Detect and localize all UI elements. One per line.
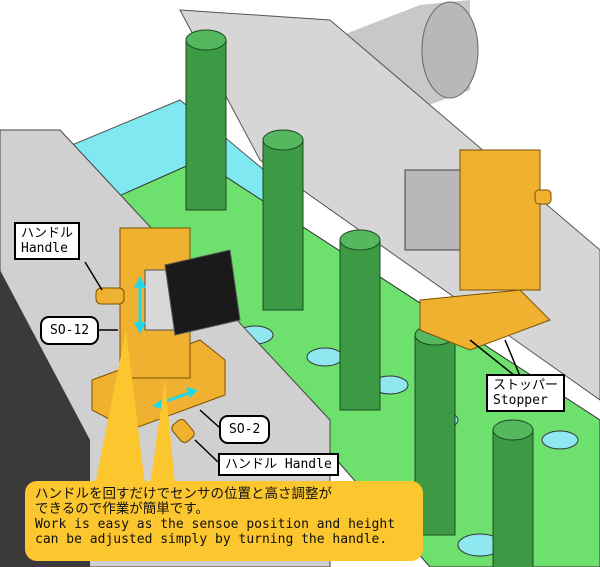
plate-holes <box>236 325 579 557</box>
description-callout: ハンドルを回すだけでセンサの位置と高さ調整が できるので作業が簡単です。 Wor… <box>25 481 423 561</box>
callout-en-line-1: Work is easy as the sensoe position and … <box>35 517 396 532</box>
callout-pointer-horizontal <box>150 380 175 485</box>
right-stage <box>404 149 552 351</box>
stopper-label-jp: ストッパー <box>493 378 559 393</box>
callout-jp-line-2: できるので作業が簡単です。 <box>35 501 209 517</box>
callout-pointer-vertical <box>95 330 145 485</box>
callout-jp-line-1: ハンドルを回すだけでセンサの位置と高さ調整が <box>35 486 332 502</box>
callout-en-line-2: can be adjusted simply by turning the ha… <box>35 532 388 547</box>
so12-label: SO-12 <box>40 316 100 345</box>
leader-arrows <box>84 261 521 463</box>
handle-label-bottom: ハンドル Handle <box>218 453 339 476</box>
stopper-label: ストッパー Stopper <box>486 374 566 412</box>
green-cylinders <box>185 29 534 567</box>
handle-label-jp: ハンドル <box>21 226 74 241</box>
handle-label-en: Handle <box>21 241 68 256</box>
so2-label: SO-2 <box>219 415 271 444</box>
stopper-label-en: Stopper <box>493 393 548 408</box>
handle-label-top: ハンドル Handle <box>14 222 81 260</box>
